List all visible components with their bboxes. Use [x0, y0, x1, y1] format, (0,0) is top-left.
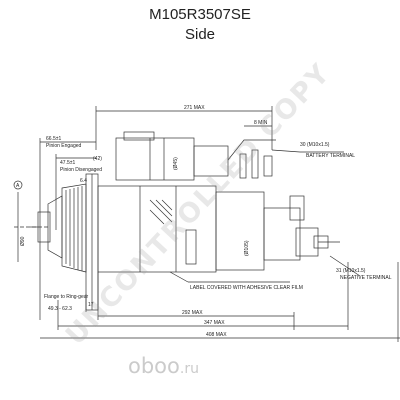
dim-271-label: 271 MAX	[184, 105, 205, 111]
view-subtitle: Side	[184, 26, 216, 43]
dim-66-label: 66.5±1	[46, 136, 61, 142]
part-number-title: M105R3507SE	[149, 6, 251, 23]
dim-408-label: 408 MAX	[206, 332, 227, 338]
pinion-disengaged-label: Pinion Disengaged	[60, 167, 102, 173]
section-marker-a: A	[16, 183, 20, 189]
negative-terminal-label: NEGATIVE TERMINAL	[340, 275, 392, 281]
flange-note-label: Flange to Ring-gear	[44, 294, 89, 300]
pinion-engaged-label: Pinion Engaged	[46, 143, 82, 149]
battery-terminal-label: BATTERY TERMINAL	[306, 153, 355, 159]
dim-45-label: (Ø45)	[173, 157, 179, 170]
dim-47-label: 47.5±1	[60, 160, 75, 166]
dim-6-4-label: 6.4	[80, 178, 87, 184]
dim-292-label: 292 MAX	[182, 310, 203, 316]
negative-terminal-size: 31 (M10x1.5)	[336, 268, 366, 274]
battery-terminal-size: 30 (M10x1.5)	[300, 142, 330, 148]
dim-17-label: 17	[88, 302, 94, 308]
dim-105-label: (Ø105)	[244, 240, 250, 256]
logo-suffix-text: .ru	[179, 361, 199, 377]
dim-42-label: (42)	[93, 156, 102, 162]
dim-347-label: 347 MAX	[204, 320, 225, 326]
logo-main-text: oboo	[128, 354, 180, 378]
flange-range-label: 49.3 - 62.3	[48, 306, 72, 312]
site-logo: oboo.ru	[128, 354, 199, 378]
label-note: LABEL COVERED WITH ADHESIVE CLEAR FILM	[190, 285, 303, 291]
dim-8-label: 8 MIN	[254, 120, 268, 126]
dim-90-label: Ø90	[20, 236, 26, 246]
